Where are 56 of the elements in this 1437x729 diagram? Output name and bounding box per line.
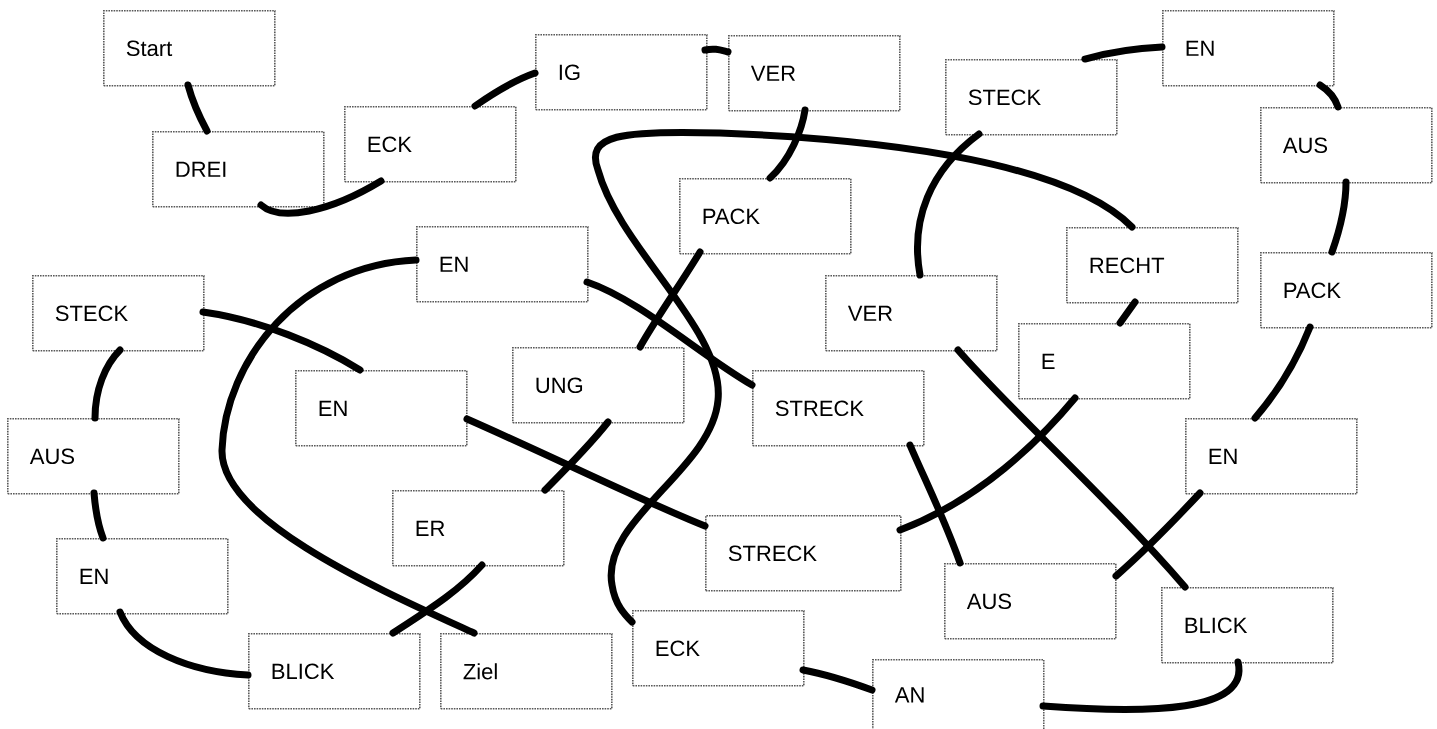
word-box: DREI xyxy=(152,131,325,208)
connector-line xyxy=(766,106,809,182)
connector-line xyxy=(1112,489,1204,580)
word-box: ECK xyxy=(344,106,517,183)
word-box: BLICK xyxy=(1161,587,1334,664)
connector-line xyxy=(257,177,385,217)
connector-line xyxy=(914,130,983,279)
connector-line xyxy=(592,128,1136,626)
word-box: Ziel xyxy=(440,633,613,710)
connector-line xyxy=(471,69,539,110)
word-box: EN xyxy=(1185,418,1358,495)
word-box: VER xyxy=(728,35,901,112)
connector-line xyxy=(1328,178,1350,256)
connector-line xyxy=(389,561,486,637)
connector-line xyxy=(541,418,612,494)
connector-line xyxy=(1316,81,1342,111)
connector-line xyxy=(583,278,756,389)
word-box: STECK xyxy=(945,59,1118,136)
word-box: EN xyxy=(416,226,589,303)
connector-line xyxy=(906,441,964,567)
word-box: EN xyxy=(295,370,468,447)
word-box: AUS xyxy=(944,563,1117,640)
connector-line xyxy=(116,608,252,679)
word-box: Start xyxy=(103,10,276,87)
connector-line xyxy=(1081,43,1166,63)
connector-line xyxy=(90,489,107,542)
connector-line xyxy=(701,45,732,56)
word-box: UNG xyxy=(512,347,685,424)
connector-line xyxy=(954,346,1189,591)
word-box: BLICK xyxy=(248,633,421,710)
word-box: AN xyxy=(872,659,1045,729)
word-box: PACK xyxy=(1260,252,1433,329)
connector-line xyxy=(1251,323,1314,422)
word-box: STRECK xyxy=(705,515,902,592)
connector-line xyxy=(218,256,478,637)
word-box: VER xyxy=(825,275,998,352)
word-box: ECK xyxy=(632,610,805,687)
connector-line xyxy=(463,415,709,530)
word-box: AUS xyxy=(1260,107,1433,184)
word-box: IG xyxy=(535,34,708,111)
connector-line xyxy=(896,394,1079,534)
connector-line xyxy=(799,666,876,694)
word-box: ER xyxy=(392,490,565,567)
word-box: PACK xyxy=(679,178,852,255)
word-box: EN xyxy=(56,538,229,615)
word-box: RECHT xyxy=(1066,227,1239,304)
word-box: E xyxy=(1018,323,1191,400)
connector-line xyxy=(636,248,704,351)
connector-line xyxy=(184,81,211,135)
word-box: AUS xyxy=(7,418,180,495)
connector-line xyxy=(91,346,124,422)
word-box: STECK xyxy=(32,275,205,352)
word-box: STRECK xyxy=(752,370,925,447)
word-box: EN xyxy=(1162,10,1335,87)
connector-line xyxy=(1116,298,1139,327)
connector-line xyxy=(199,308,364,374)
